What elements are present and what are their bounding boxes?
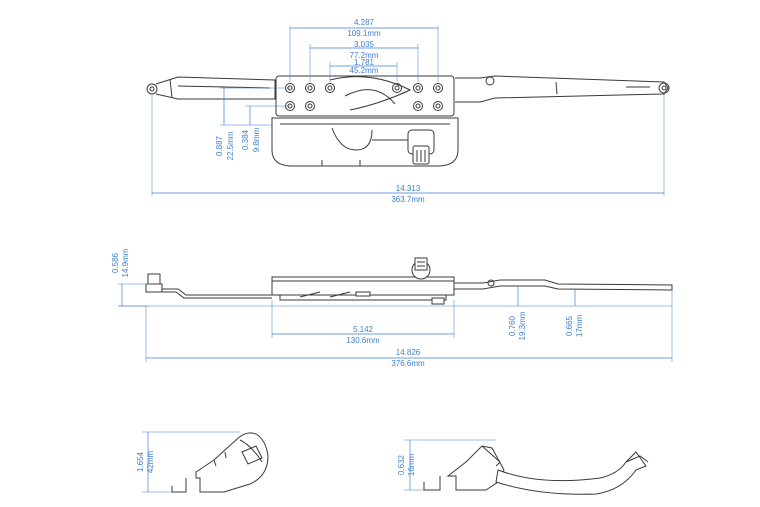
side-view-operator xyxy=(271,257,455,305)
dim-detail-right-mm: 16mm xyxy=(407,454,416,477)
dim-0887-mm: 22.5mm xyxy=(226,131,235,160)
dim-detail-left-inch: 1.654 xyxy=(136,451,145,472)
top-view-right-arm xyxy=(455,75,670,103)
side-view-right-arm xyxy=(454,279,673,291)
dim-0887-inch: 0.887 xyxy=(215,135,224,156)
dim-0760-mm: 19.3mm xyxy=(518,311,527,340)
dim-0586-inch: 0.586 xyxy=(111,252,120,273)
dim-3035-inch: 3.035 xyxy=(354,40,375,49)
dim-overall-top-mm: 363.7mm xyxy=(391,195,425,204)
detail-view-right: 0.632 16mm xyxy=(397,439,649,495)
top-view-housing xyxy=(271,117,459,167)
dim-0384-mm: 9.8mm xyxy=(252,127,261,152)
dim-0384-inch: 0.384 xyxy=(241,129,250,150)
dim-1781-mm: 45.2mm xyxy=(350,66,379,75)
dim-detail-right-inch: 0.632 xyxy=(397,454,406,475)
dim-4287-mm: 109.1mm xyxy=(347,29,381,38)
dim-3035-mm: 77.2mm xyxy=(350,51,379,60)
detail-view-left: 1.654 42mm xyxy=(136,431,269,493)
side-view-left-arm xyxy=(145,273,272,299)
dim-5142-inch: 5.142 xyxy=(353,325,374,334)
dim-0665-mm: 17mm xyxy=(575,315,584,338)
dim-1781-inch: 1.781 xyxy=(354,58,375,67)
dim-5142-mm: 130.6mm xyxy=(346,336,380,345)
dim-overall-side-inch: 14.826 xyxy=(396,348,421,357)
side-view: 0.586 14.9mm 5.142 130.6mm 0.760 19.3mm … xyxy=(111,248,673,368)
dim-4287-inch: 4.287 xyxy=(354,18,375,27)
dim-detail-left-mm: 42mm xyxy=(146,451,155,474)
dim-0760-inch: 0.760 xyxy=(508,315,517,336)
side-view-dimensions: 0.586 14.9mm 5.142 130.6mm 0.760 19.3mm … xyxy=(111,248,673,368)
top-view-dimensions: 4.287 109.1mm 3.035 77.2mm 1.781 45.2mm … xyxy=(151,18,665,204)
dim-overall-side-mm: 376.6mm xyxy=(391,359,425,368)
top-view: 4.287 109.1mm 3.035 77.2mm 1.781 45.2mm … xyxy=(146,18,670,204)
dim-0665-inch: 0.665 xyxy=(565,315,574,336)
dim-overall-top-inch: 14.313 xyxy=(396,184,421,193)
dim-0586-mm: 14.9mm xyxy=(121,248,130,277)
top-view-operator-plate xyxy=(275,75,455,117)
